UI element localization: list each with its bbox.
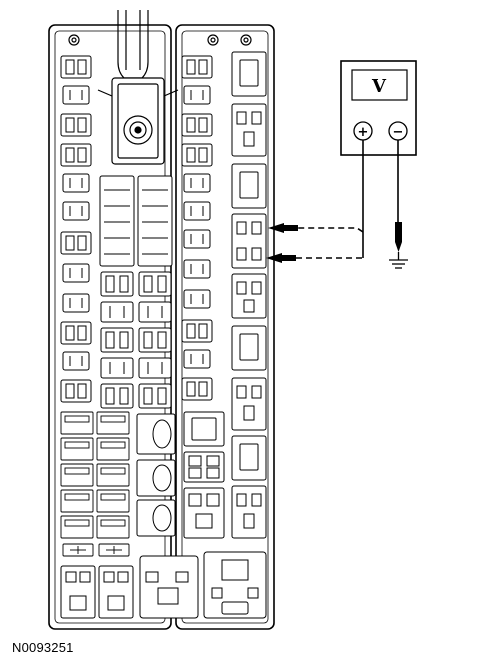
cartridge-fuse bbox=[96, 411, 130, 435]
relay-socket bbox=[231, 103, 267, 157]
center-fuse-columns bbox=[99, 175, 173, 409]
mini-fuse bbox=[62, 351, 90, 371]
mini-fuse bbox=[100, 301, 134, 323]
mini-fuse bbox=[62, 85, 90, 105]
relay-socket bbox=[231, 273, 267, 319]
mini-fuse bbox=[183, 289, 211, 309]
relay-icon bbox=[136, 459, 176, 497]
mini-fuse bbox=[183, 201, 211, 221]
ground-probe-icon bbox=[395, 222, 402, 252]
negative-terminal-label: − bbox=[393, 125, 404, 140]
mini-fuse bbox=[138, 271, 172, 297]
cartridge-fuse bbox=[96, 515, 130, 539]
relay-icon bbox=[231, 51, 267, 97]
relay-socket bbox=[183, 451, 225, 483]
lower-relays bbox=[136, 411, 225, 539]
mini-fuse bbox=[181, 55, 213, 79]
relay-icon bbox=[231, 435, 267, 481]
mini-fuse bbox=[100, 383, 134, 409]
mini-fuse bbox=[100, 327, 134, 353]
mini-fuse bbox=[183, 173, 211, 193]
mini-fuse bbox=[62, 201, 90, 221]
mini-fuse bbox=[181, 143, 213, 167]
relay-socket bbox=[183, 487, 225, 539]
meter-display: V bbox=[371, 76, 387, 97]
maxi-fuse bbox=[137, 175, 173, 267]
cartridge-fuse bbox=[60, 411, 94, 435]
relay-icon bbox=[136, 413, 176, 455]
fuse-puller bbox=[62, 543, 94, 557]
mini-fuse bbox=[60, 113, 92, 137]
relay-icon bbox=[136, 499, 176, 537]
relay-column bbox=[231, 51, 267, 539]
maxi-fuse bbox=[99, 175, 135, 267]
relay-socket bbox=[231, 485, 267, 539]
right-inner-fuse-column bbox=[181, 55, 213, 401]
cartridge-fuse bbox=[96, 489, 130, 513]
mini-fuse bbox=[181, 319, 213, 343]
mini-fuse bbox=[100, 357, 134, 379]
relay-icon bbox=[183, 411, 225, 447]
probe-icon bbox=[266, 253, 296, 263]
cartridge-fuse bbox=[60, 437, 94, 461]
mini-fuse bbox=[62, 263, 90, 283]
relay-socket-test-point bbox=[231, 213, 267, 269]
relay-icon bbox=[231, 163, 267, 209]
voltmeter-icon: V + − bbox=[340, 60, 417, 156]
mini-fuse bbox=[138, 327, 172, 353]
positive-terminal-label: + bbox=[358, 125, 369, 140]
connector-icon bbox=[98, 565, 134, 619]
cartridge-fuse bbox=[96, 463, 130, 487]
mini-fuse bbox=[62, 173, 90, 193]
cartridge-fuse bbox=[60, 489, 94, 513]
fuse-puller bbox=[98, 543, 130, 557]
mini-fuse bbox=[138, 301, 172, 323]
mini-fuse bbox=[183, 229, 211, 249]
mini-fuse bbox=[60, 143, 92, 167]
mini-fuse bbox=[60, 55, 92, 79]
connector-icon bbox=[60, 565, 96, 619]
connector-icon bbox=[139, 555, 199, 619]
relay-socket bbox=[231, 377, 267, 431]
mini-fuse bbox=[181, 113, 213, 137]
mini-fuse bbox=[183, 85, 211, 105]
mini-fuse bbox=[62, 293, 90, 313]
cartridge-fuse bbox=[96, 437, 130, 461]
relay-icon bbox=[231, 325, 267, 371]
cartridge-fuse bbox=[60, 463, 94, 487]
mini-fuse bbox=[183, 349, 211, 369]
mini-fuse bbox=[183, 259, 211, 279]
mini-fuse bbox=[138, 357, 172, 379]
left-fuse-column bbox=[60, 55, 92, 403]
mini-fuse bbox=[60, 321, 92, 345]
ground-symbol-icon bbox=[389, 252, 408, 269]
mini-fuse bbox=[181, 377, 213, 401]
test-leads bbox=[296, 140, 399, 259]
connector-icon bbox=[203, 551, 267, 619]
mini-fuse bbox=[60, 379, 92, 403]
power-cable-icon bbox=[97, 10, 179, 165]
mini-fuse bbox=[60, 231, 92, 255]
mini-fuse bbox=[138, 383, 172, 409]
mini-fuse bbox=[100, 271, 134, 297]
cartridge-fuse bbox=[60, 515, 94, 539]
figure-id: N0093251 bbox=[12, 640, 74, 655]
cartridge-fuse-grid bbox=[60, 411, 130, 557]
bottom-connectors bbox=[60, 551, 267, 619]
probe-icon bbox=[268, 223, 298, 233]
